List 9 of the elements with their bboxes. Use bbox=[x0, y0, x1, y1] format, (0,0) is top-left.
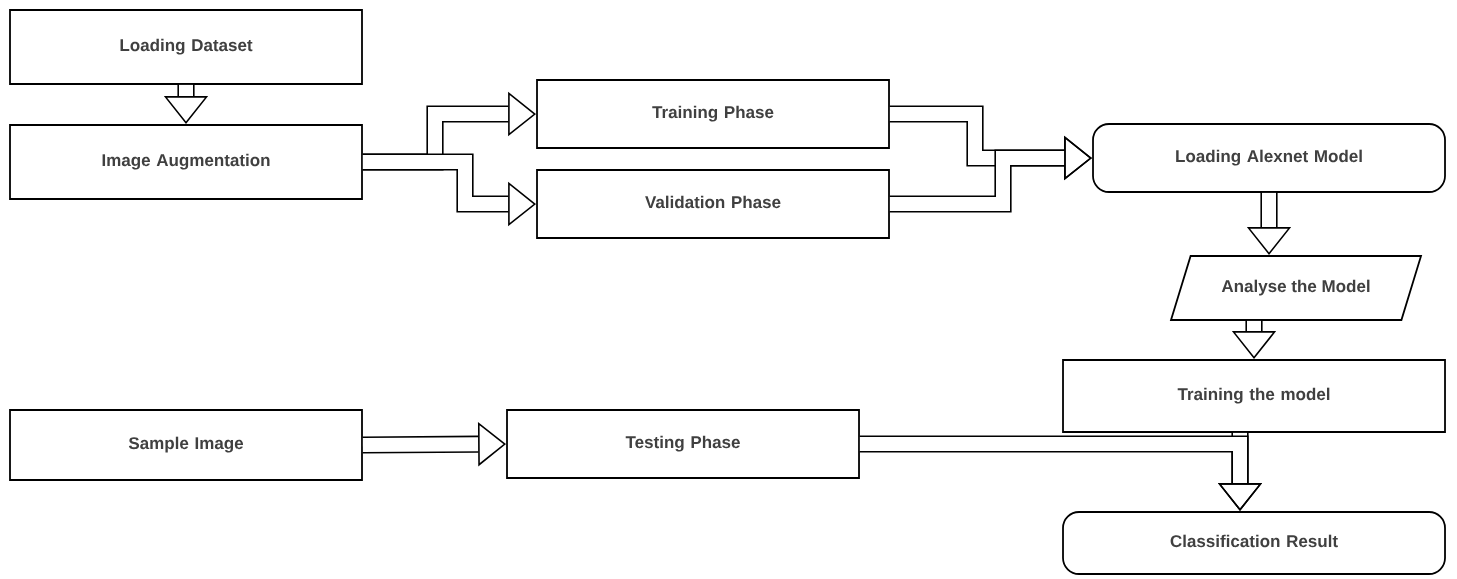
process-box: Training the model bbox=[1062, 359, 1446, 433]
process-box: Training Phase bbox=[536, 79, 890, 149]
terminal-box: Classification Result bbox=[1062, 511, 1446, 575]
process-box: Validation Phase bbox=[536, 169, 890, 239]
process-box: Image Augmentation bbox=[9, 124, 363, 200]
process-box: Testing Phase bbox=[506, 409, 860, 479]
process-box: Loading Dataset bbox=[9, 9, 363, 85]
terminal-box: Loading Alexnet Model bbox=[1092, 123, 1446, 193]
process-box: Sample Image bbox=[9, 409, 363, 481]
